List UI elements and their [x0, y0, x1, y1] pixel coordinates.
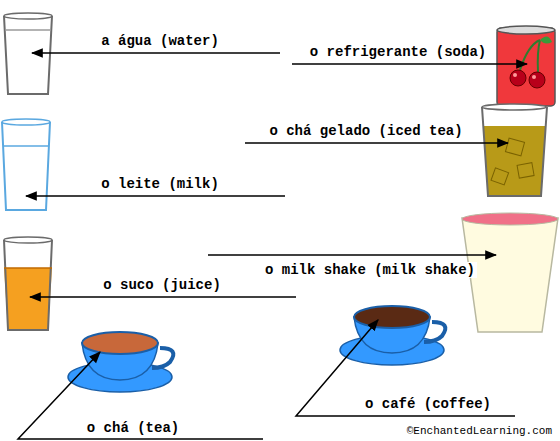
leader-lines [18, 53, 527, 439]
drink-label: o milk shake (milk shake) [263, 262, 477, 278]
soda-can [497, 26, 555, 106]
iced-tea-glass [482, 104, 547, 196]
drink-label: o chá (tea) [85, 420, 181, 436]
drink-label: o café (coffee) [363, 396, 493, 412]
drink-label: o chá gelado (iced tea) [267, 123, 464, 139]
coffee-cup [340, 306, 445, 365]
drink-label: o refrigerante (soda) [308, 44, 488, 60]
tea-cup [68, 332, 173, 392]
drink-label: o suco (juice) [101, 277, 223, 293]
copyright-note: ©EnchantedLearning.com [405, 425, 554, 438]
juice-glass [4, 237, 52, 330]
drink-label: a água (water) [99, 33, 221, 49]
drink-label: o leite (milk) [99, 176, 221, 192]
